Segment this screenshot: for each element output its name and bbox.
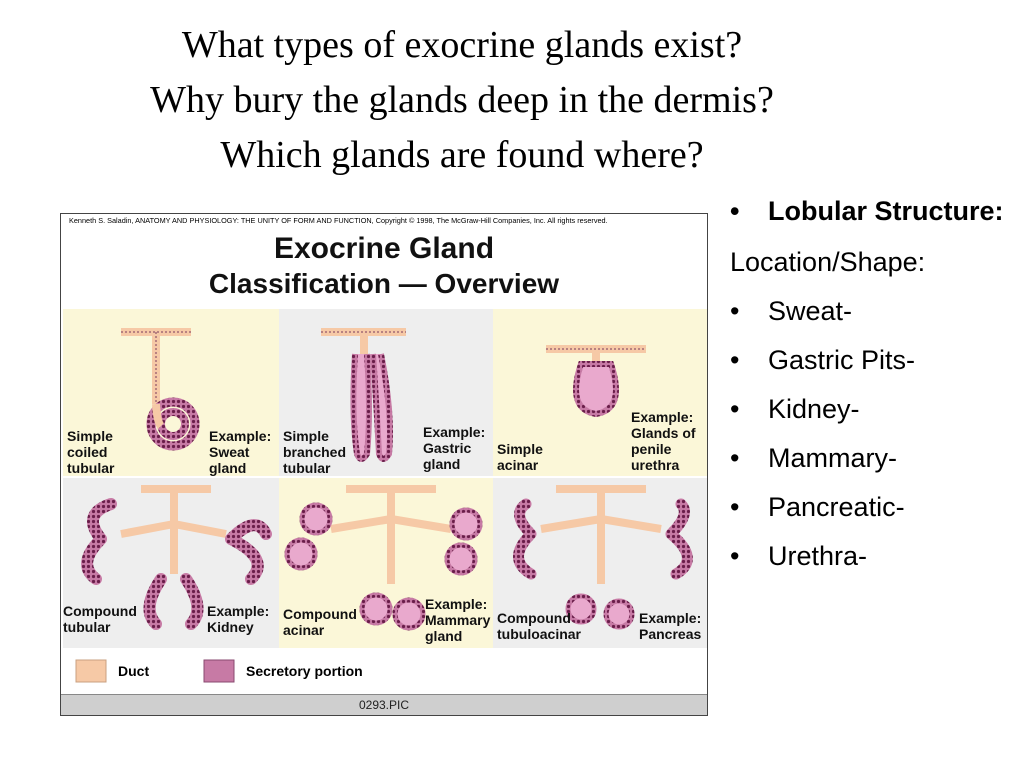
panel-4-type-label-line-1: Compound — [63, 603, 137, 619]
title-line-1: What types of exocrine glands exist? — [181, 24, 743, 66]
panel-4-example-label-line-2: Kidney — [207, 619, 254, 635]
panel-5-example-label-line-2: Mammary — [425, 612, 491, 628]
panel-1-type-label-line-1: Simple — [67, 428, 113, 444]
figure-illustration: SimplecoiledtubularExample:SweatglandSim… — [63, 309, 707, 683]
panel-3-type-label-line-2: acinar — [497, 457, 539, 473]
legend-duct-label: Duct — [118, 663, 149, 679]
panel-3-example-label-line-2: Glands of — [631, 425, 696, 441]
bullet-subheading: Location/Shape: — [730, 247, 926, 277]
panel-1-type-label-line-2: coiled — [67, 444, 107, 460]
panel-5-type-label-line-2: acinar — [283, 622, 325, 638]
figure-credit: Kenneth S. Saladin, ANATOMY AND PHYSIOLO… — [69, 216, 608, 225]
panel-3-type-label-line-1: Simple — [497, 441, 543, 457]
legend-secretory-swatch — [203, 659, 235, 683]
panel-6-type-label-line-1: Compound — [497, 610, 571, 626]
legend-secretory-label: Secretory portion — [246, 663, 363, 679]
panel-2-example-label-line-3: gland — [423, 456, 460, 472]
bullet-heading: Lobular Structure: — [730, 192, 1015, 231]
simple-branched-tubular-diagram — [321, 328, 406, 462]
panel-1-example-label-line-2: Sweat — [209, 444, 250, 460]
bullet-item-gastric: Gastric Pits- — [730, 336, 1015, 385]
panel-4-type-label-line-2: tubular — [63, 619, 111, 635]
simple-coiled-tubular-diagram — [121, 328, 200, 451]
panel-2-example-label-line-1: Example: — [423, 424, 485, 440]
panel-6-type-label-line-2: tubuloacinar — [497, 626, 582, 642]
figure-title-line-1: Exocrine Gland — [273, 232, 495, 265]
title-line-3: Which glands are found where? — [220, 134, 704, 176]
panel-2-type-label-line-1: Simple — [283, 428, 329, 444]
panel-3-example-label-line-1: Example: — [631, 409, 693, 425]
simple-acinar-diagram — [546, 345, 646, 418]
title-line-2: Why bury the glands deep in the dermis? — [150, 79, 774, 121]
bullet-item-urethra: Urethra- — [730, 532, 1015, 581]
panel-2-type-label-line-2: branched — [283, 444, 346, 460]
bullet-item-pancreatic: Pancreatic- — [730, 483, 1015, 532]
legend-duct-swatch — [75, 659, 107, 683]
panel-1-type-label-line-3: tubular — [67, 460, 115, 476]
panel-3-example-label-line-4: urethra — [631, 457, 679, 473]
figure-footer: 0293.PIC — [61, 694, 707, 715]
panel-2-example-label-line-2: Gastric — [423, 440, 471, 456]
compound-tubular-diagram — [81, 485, 272, 630]
bullet-item-sweat: Sweat- — [730, 287, 1015, 336]
figure-title-line-2: Classification — Overview — [208, 268, 560, 299]
panel-4-example-label-line-1: Example: — [207, 603, 269, 619]
panel-2-type-label-line-3: tubular — [283, 460, 331, 476]
panel-3-example-label-line-3: penile — [631, 441, 672, 457]
panel-6-example-label-line-2: Pancreas — [639, 626, 701, 642]
panel-5-type-label-line-1: Compound — [283, 606, 357, 622]
panel-1-example-label-line-3: gland — [209, 460, 246, 476]
slide-title: What types of exocrine glands exist? Why… — [40, 18, 884, 183]
bullet-item-kidney: Kidney- — [730, 385, 1015, 434]
compound-acinar-diagram — [284, 485, 483, 631]
bullet-item-mammary: Mammary- — [730, 434, 1015, 483]
panel-5-example-label-line-3: gland — [425, 628, 462, 644]
figure-title: Exocrine Gland Classification — Overview — [61, 232, 707, 302]
panel-5-example-label-line-1: Example: — [425, 596, 487, 612]
panel-1-example-label-line-1: Example: — [209, 428, 271, 444]
panel-6-example-label-line-1: Example: — [639, 610, 701, 626]
bullet-list: Lobular Structure: Location/Shape: Sweat… — [730, 190, 1015, 581]
compound-tubuloacinar-diagram — [513, 485, 693, 630]
